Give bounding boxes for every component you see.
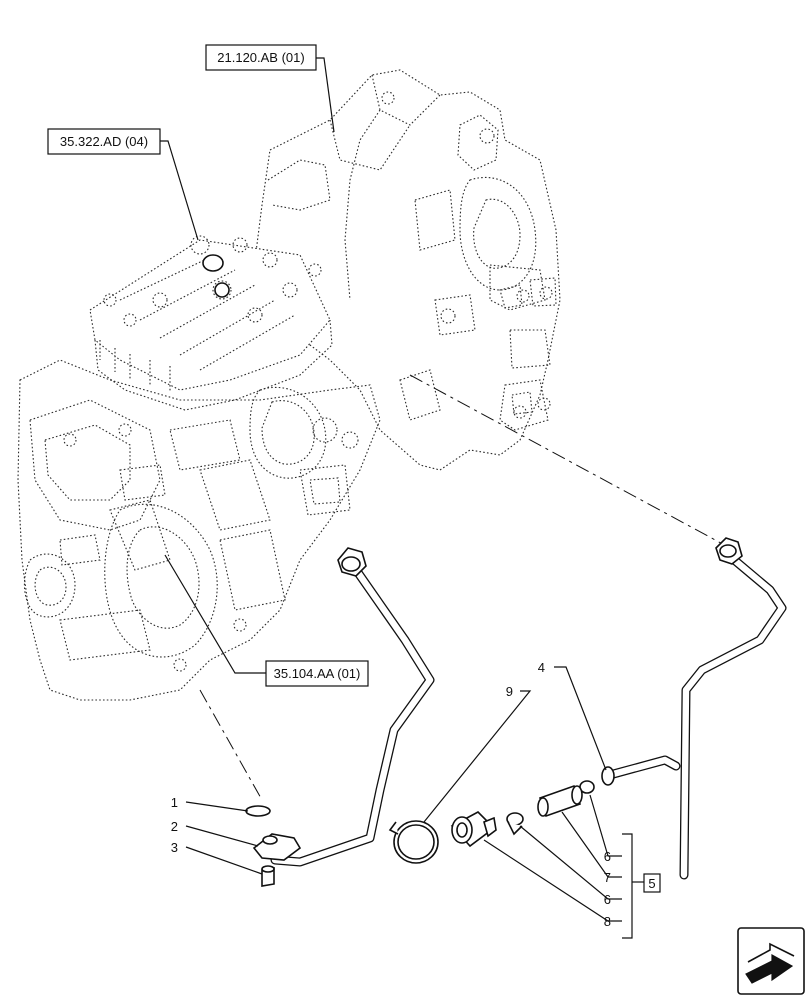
transmission-housing-illustration xyxy=(17,69,561,701)
callout-5-box xyxy=(643,873,661,893)
callout-6-upper: 6 xyxy=(604,849,611,864)
part-7-sleeve xyxy=(537,784,583,818)
part-8-pressure-switch xyxy=(450,811,497,848)
callout-7: 7 xyxy=(604,870,611,885)
tube-left xyxy=(270,547,435,867)
callout-6-lower: 6 xyxy=(604,892,611,907)
leader-lines xyxy=(160,57,644,939)
callout-5: 5 xyxy=(648,876,655,891)
part-3-bolt xyxy=(261,865,275,887)
callout-numbers: 1 2 3 4 9 6 7 6 8 5 xyxy=(171,660,661,929)
reference-label-top: 21.120.AB (01) xyxy=(217,50,304,65)
navigation-arrow-icon[interactable] xyxy=(737,927,805,995)
part-6-clamp-lower xyxy=(506,812,524,836)
part-2-banjo-fitting xyxy=(252,833,302,861)
reference-label-housing: 35.104.AA (01) xyxy=(274,666,361,681)
part-1-o-ring xyxy=(245,805,271,817)
callout-3: 3 xyxy=(171,840,178,855)
assembly-centerlines xyxy=(199,374,731,801)
part-9-hose-clamp xyxy=(388,820,439,864)
callout-2: 2 xyxy=(171,819,178,834)
reference-box-valve: 35.322.AD (04) xyxy=(47,128,161,155)
reference-label-valve: 35.322.AD (04) xyxy=(60,134,148,149)
callout-1: 1 xyxy=(171,795,178,810)
callout-9: 9 xyxy=(506,684,513,699)
part-4-ring xyxy=(601,766,615,786)
reference-box-housing: 35.104.AA (01) xyxy=(265,660,369,687)
callout-8: 8 xyxy=(604,914,611,929)
callout-4: 4 xyxy=(538,660,545,675)
reference-box-top: 21.120.AB (01) xyxy=(205,44,317,71)
tube-right xyxy=(601,537,787,880)
